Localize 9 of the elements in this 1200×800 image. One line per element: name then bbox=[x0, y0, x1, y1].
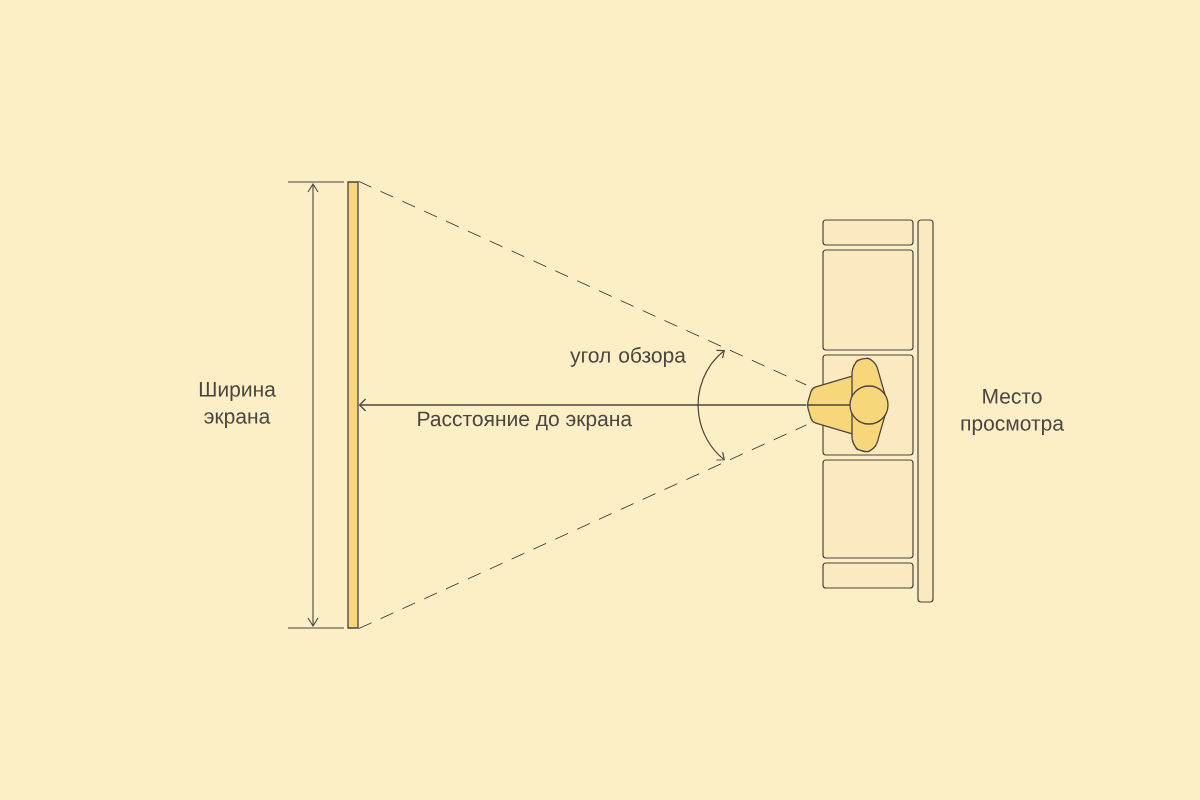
sight-line bbox=[358, 180, 807, 386]
arrow bbox=[358, 398, 807, 412]
angle-label: угол обзора bbox=[570, 347, 686, 367]
person-drawing bbox=[806, 357, 889, 453]
dimension-label: Ширина экрана bbox=[199, 382, 276, 428]
screen-bar bbox=[347, 181, 359, 629]
sight-line bbox=[358, 424, 807, 630]
edge-label: Расстояние до экрана bbox=[414, 409, 635, 433]
place-label: Место просмотра bbox=[961, 389, 1064, 435]
